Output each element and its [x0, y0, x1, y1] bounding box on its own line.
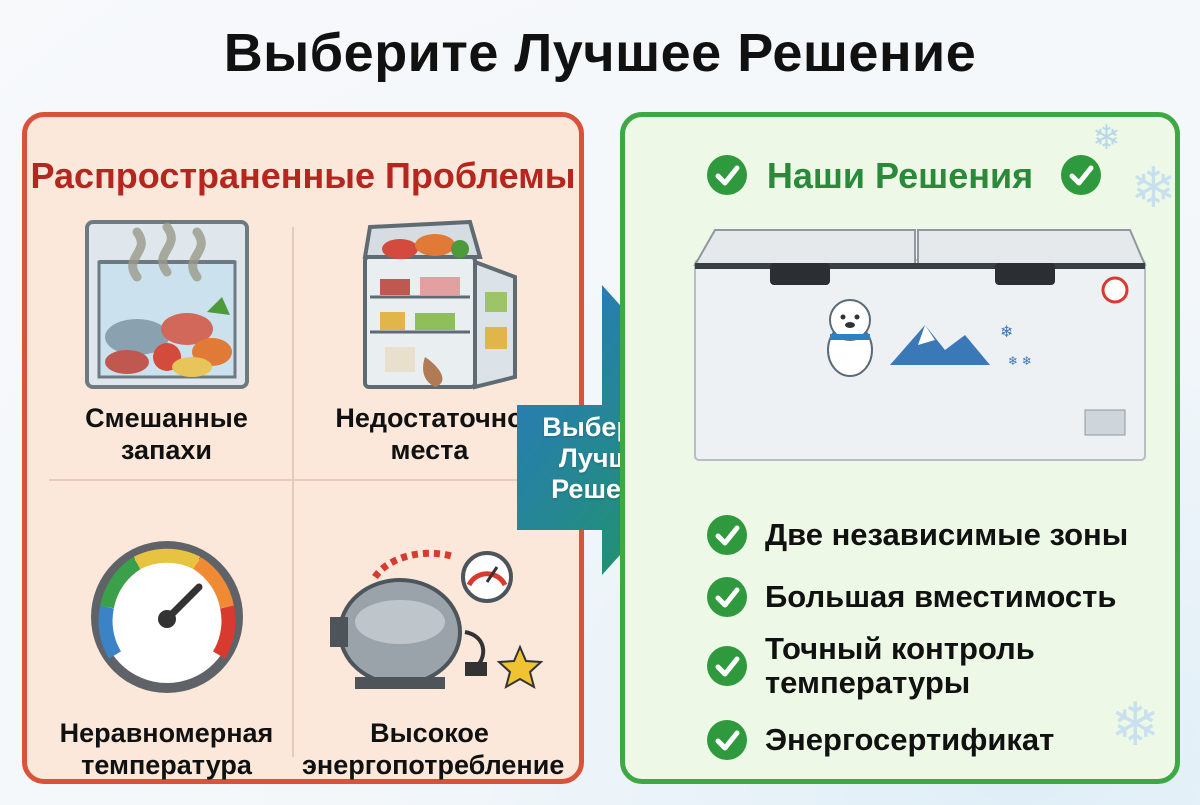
- solution-label: Точный контроль температуры: [765, 631, 1035, 700]
- svg-text:❄ ❄: ❄ ❄: [1008, 354, 1032, 368]
- check-icon: [707, 515, 747, 555]
- check-icon: [707, 155, 747, 195]
- check-icon: [707, 577, 747, 617]
- solution-item: Энергосертификат: [707, 720, 1054, 760]
- solutions-heading: Наши Решения: [766, 155, 1034, 196]
- solution-item: Две независимые зоны: [707, 515, 1128, 555]
- check-icon: [707, 720, 747, 760]
- problem-uneven-temperature: Неравномерная температура: [39, 537, 294, 781]
- problem-high-energy: Высокое энергопотребление: [302, 537, 565, 781]
- check-icon: [1061, 155, 1101, 195]
- problem-not-enough-space: Недостаточно места: [302, 217, 557, 466]
- snowflake-icon: ❄: [1110, 691, 1161, 758]
- problem-mixed-smells: Смешанные запахи: [39, 217, 294, 466]
- solution-item: Точный контроль температуры: [707, 632, 1037, 700]
- check-icon: [707, 646, 747, 686]
- mixed-smells-icon: [39, 217, 294, 392]
- gauge-icon: [39, 537, 294, 697]
- solution-label: Две независимые зоны: [765, 517, 1129, 552]
- solutions-panel: Наши Решения ❄ ❄ ❄ Две: [620, 112, 1180, 784]
- overfilled-fridge-icon: [302, 217, 557, 392]
- problems-panel: Распространенные Проблемы Смешанные запа…: [22, 112, 584, 784]
- solution-item: Большая вместимость: [707, 577, 1116, 617]
- snowflake-icon: ❄: [1092, 119, 1121, 157]
- problem-label: Неравномерная температура: [59, 718, 274, 780]
- problem-label: Смешанные запахи: [85, 403, 248, 465]
- snowflake-icon: ❄: [1130, 156, 1177, 219]
- page-title: Выберите Лучшее Решение: [223, 23, 977, 83]
- problem-label: Высокое энергопотребление: [302, 718, 565, 780]
- svg-text:❄: ❄: [1000, 322, 1013, 341]
- solution-label: Энергосертификат: [765, 722, 1055, 757]
- problems-divider-vertical: [292, 227, 294, 757]
- problem-label: Недостаточно места: [335, 403, 524, 465]
- problems-divider-horizontal: [49, 479, 564, 481]
- problems-heading: Распространенные Проблемы: [30, 155, 576, 196]
- chest-freezer-image: ❄ ❄ ❄: [690, 225, 1150, 480]
- compressor-icon: [302, 537, 557, 697]
- solution-label: Большая вместимость: [765, 579, 1117, 614]
